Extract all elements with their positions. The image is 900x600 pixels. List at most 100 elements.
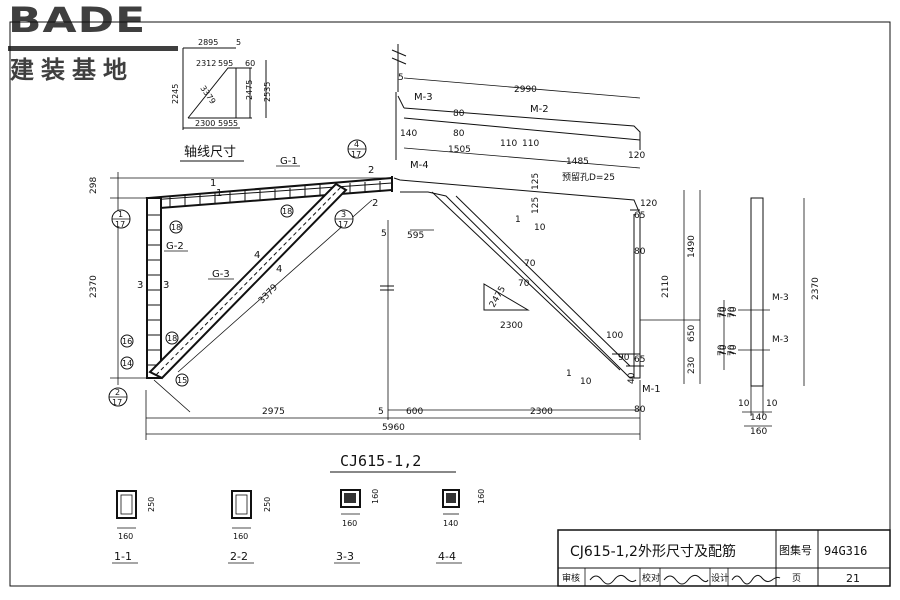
side-dim: 10 (738, 399, 750, 409)
dim-right: 2110 (661, 275, 671, 298)
section-3-3: 160 160 3-3 (334, 489, 380, 564)
dim-right: 70 (729, 306, 739, 318)
dim-misc: 1 (566, 369, 572, 379)
dim-misc: 595 (407, 231, 424, 241)
dim-right: 40 (627, 372, 637, 384)
dim-misc: 5 (398, 73, 404, 83)
svg-text:17: 17 (351, 150, 361, 159)
logo-bar (8, 46, 178, 51)
dim-right: 70 (719, 344, 729, 356)
dim-top: 80 (453, 109, 465, 119)
main-elevation (110, 44, 805, 440)
svg-text:17: 17 (112, 398, 122, 407)
dim-top: 1485 (566, 157, 589, 167)
atlas-number: 94G316 (824, 544, 867, 558)
svg-text:3: 3 (163, 280, 169, 291)
svg-text:18: 18 (167, 334, 177, 343)
dim-right: 120 (640, 199, 657, 209)
axis-dim: 5 (236, 38, 241, 47)
svg-text:160: 160 (477, 489, 486, 504)
dim-bottom: 5 (378, 407, 384, 417)
side-view-m3: M-3 (772, 335, 789, 345)
member-label-g3: G-3 (212, 269, 230, 280)
embed-m1: M-1 (642, 384, 661, 395)
dim-bottom: 600 (406, 407, 423, 417)
embed-labels: M-3 M-2 M-4 M-1 预留孔D=25 (410, 92, 661, 395)
svg-text:2: 2 (372, 198, 378, 209)
side-dim: 70 (717, 344, 727, 356)
section-label: 4-4 (438, 550, 456, 563)
page-label: 页 (792, 573, 801, 584)
section-label: 3-3 (336, 550, 354, 563)
svg-text:2: 2 (368, 165, 374, 176)
embed-m4: M-4 (410, 160, 429, 171)
side-dim: 160 (750, 427, 767, 437)
dim-top: 140 (400, 129, 417, 139)
svg-text:15: 15 (177, 376, 187, 385)
dim-bottom: 2300 (530, 407, 553, 417)
callout-2-17: 217 (108, 387, 128, 407)
dim-misc: 90 (618, 353, 630, 363)
dim-top: 110 (522, 139, 539, 149)
check-label: 校对 (642, 572, 660, 584)
dim-misc: 5 (381, 229, 387, 239)
member-label-g2: G-2 (166, 241, 184, 252)
axis-dim: 5 (233, 119, 238, 128)
sheet-border (9, 21, 891, 587)
dim-right: 70 (719, 306, 729, 318)
dim-right: 230 (687, 357, 697, 374)
side-view-labels: M-3 M-3 2370 70 70 70 70 10 10 140 160 (717, 277, 821, 437)
axis-dim: 2300 (195, 119, 215, 128)
side-dim: 10 (766, 399, 778, 409)
detail-callouts: 117 217 317 417 (108, 139, 367, 407)
dim-misc: 10 (580, 377, 592, 387)
side-dim: 70 (727, 306, 737, 318)
svg-text:17: 17 (338, 220, 348, 229)
svg-text:16: 16 (122, 337, 132, 346)
dim-right: 80 (634, 405, 646, 415)
dim-misc: 70 (518, 279, 530, 289)
dim-right: 65 (634, 211, 645, 221)
dim-top: 125 (531, 197, 541, 214)
svg-text:160: 160 (342, 519, 357, 528)
axis-dim: 2535 (263, 82, 272, 102)
svg-text:18: 18 (171, 223, 181, 232)
dim-bottom: 2975 (262, 407, 285, 417)
side-dim: 70 (717, 306, 727, 318)
embed-m3: M-3 (414, 92, 433, 103)
axis-dim: 2312 (196, 59, 216, 68)
svg-text:140: 140 (443, 519, 458, 528)
svg-text:14: 14 (122, 359, 132, 368)
axis-dim: 2245 (171, 84, 180, 104)
svg-text:160: 160 (371, 489, 380, 504)
member-label-g1: G-1 (280, 156, 298, 167)
axis-dim: 2475 (245, 80, 254, 100)
svg-text:18: 18 (282, 207, 292, 216)
dim-misc: 10 (534, 223, 546, 233)
dim-left: 298 (89, 177, 99, 194)
dim-top: 1505 (448, 145, 471, 155)
svg-text:250: 250 (147, 497, 156, 512)
dim-right: 1490 (687, 235, 697, 258)
svg-text:250: 250 (263, 497, 272, 512)
logo: BADE 建装基地 (8, 4, 178, 88)
section-2-2: 160 250 2-2 (228, 490, 272, 564)
axis-dim: 60 (245, 59, 255, 68)
svg-text:160: 160 (233, 532, 248, 541)
svg-text:4: 4 (354, 140, 359, 149)
dim-right: 65 (634, 355, 645, 365)
section-label: 2-2 (230, 550, 248, 563)
dim-top: 125 (531, 173, 541, 190)
section-cuts: 1 1 3 3 4 4 2 2 (137, 165, 378, 291)
callout-1-17: 117 (111, 209, 131, 229)
embed-m2: M-2 (530, 104, 549, 115)
dim-misc: 70 (524, 259, 536, 269)
axis-dim: 2895 (198, 38, 218, 47)
title-block: CJ615-1,2外形尺寸及配筋 图集号 94G316 页 21 审核 校对 设… (557, 529, 891, 587)
dim-right: 650 (687, 325, 697, 342)
svg-text:1: 1 (118, 210, 123, 219)
svg-text:3: 3 (341, 210, 346, 219)
design-label: 设计 (711, 572, 729, 584)
dim-top: 2990 (514, 85, 537, 95)
side-dim: 140 (750, 413, 767, 423)
